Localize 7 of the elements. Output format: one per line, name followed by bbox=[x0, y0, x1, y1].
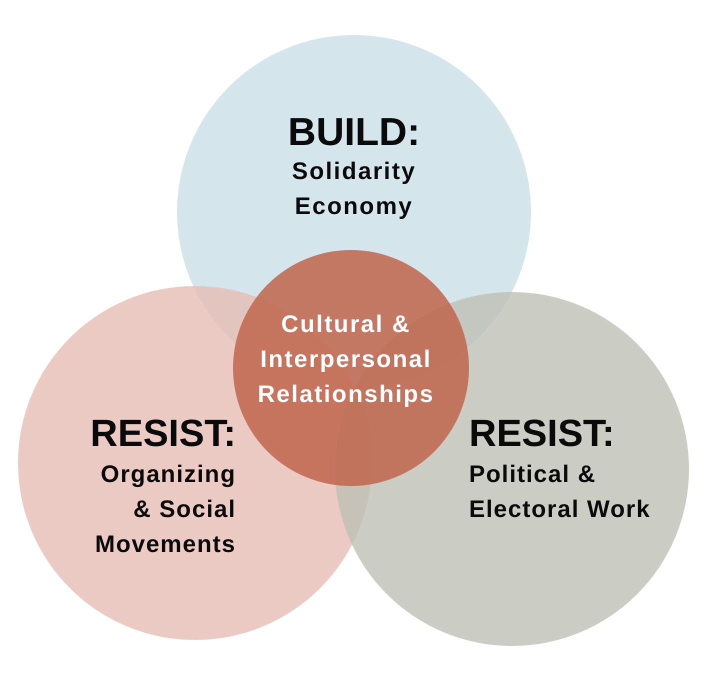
circle-label: Solidarity Economy bbox=[290, 157, 418, 222]
circle-heading: RESIST: bbox=[90, 415, 236, 453]
circle-label: Cultural & Interpersonal Relationships bbox=[256, 310, 436, 410]
circle-heading: BUILD: bbox=[288, 113, 420, 152]
circle-heading: RESIST: bbox=[469, 415, 615, 453]
circle-label: Organizing & Social Movements bbox=[94, 460, 236, 560]
circle-label: Political & Electoral Work bbox=[469, 460, 652, 525]
